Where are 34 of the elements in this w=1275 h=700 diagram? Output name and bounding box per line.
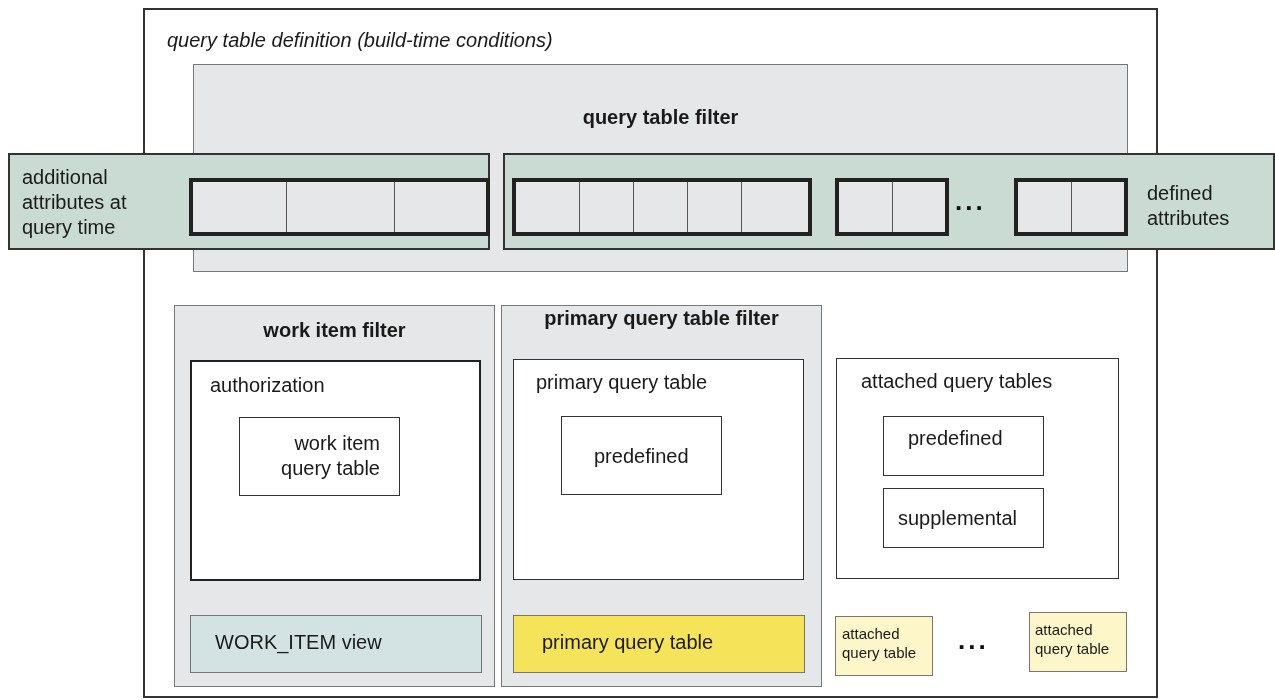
table-box xyxy=(513,615,805,673)
box-label: attached query tables xyxy=(861,369,1053,394)
filter-panel xyxy=(174,305,495,687)
box-label: work item query table xyxy=(280,431,380,481)
table-box xyxy=(883,416,1044,476)
box-label: attached query table xyxy=(842,625,918,663)
view-box xyxy=(190,615,482,673)
table-box xyxy=(836,358,1119,579)
table-box xyxy=(513,359,804,580)
box-label: predefined xyxy=(908,426,1003,451)
table-box xyxy=(561,416,722,495)
box-label: attached query table xyxy=(1035,621,1111,659)
table-box xyxy=(883,488,1044,548)
box-title: query table filter xyxy=(581,105,740,130)
box-title: primary query table filter xyxy=(543,308,780,328)
table-box xyxy=(239,417,400,496)
box-label: primary query table xyxy=(542,630,714,655)
attribute-band xyxy=(8,153,490,250)
box-label: predefined xyxy=(594,444,689,469)
box-label: supplemental xyxy=(898,506,1017,531)
table-box xyxy=(1029,612,1127,672)
box-label: defined attributes xyxy=(1147,181,1231,231)
box-label: primary query table xyxy=(536,370,708,395)
box-title: work item filter xyxy=(262,318,407,343)
ellipsis: ... xyxy=(958,625,989,656)
box-label: query table definition (build-time conditions) xyxy=(167,28,553,53)
table-box xyxy=(835,616,933,676)
authorization-box xyxy=(190,360,481,581)
filter-panel xyxy=(501,305,822,687)
attribute-band xyxy=(503,153,1275,250)
box-label: authorization xyxy=(210,373,325,398)
box-label: WORK_ITEM view xyxy=(215,630,382,655)
box-label: additional attributes at query time xyxy=(22,165,128,240)
ellipsis: ... xyxy=(955,186,986,217)
